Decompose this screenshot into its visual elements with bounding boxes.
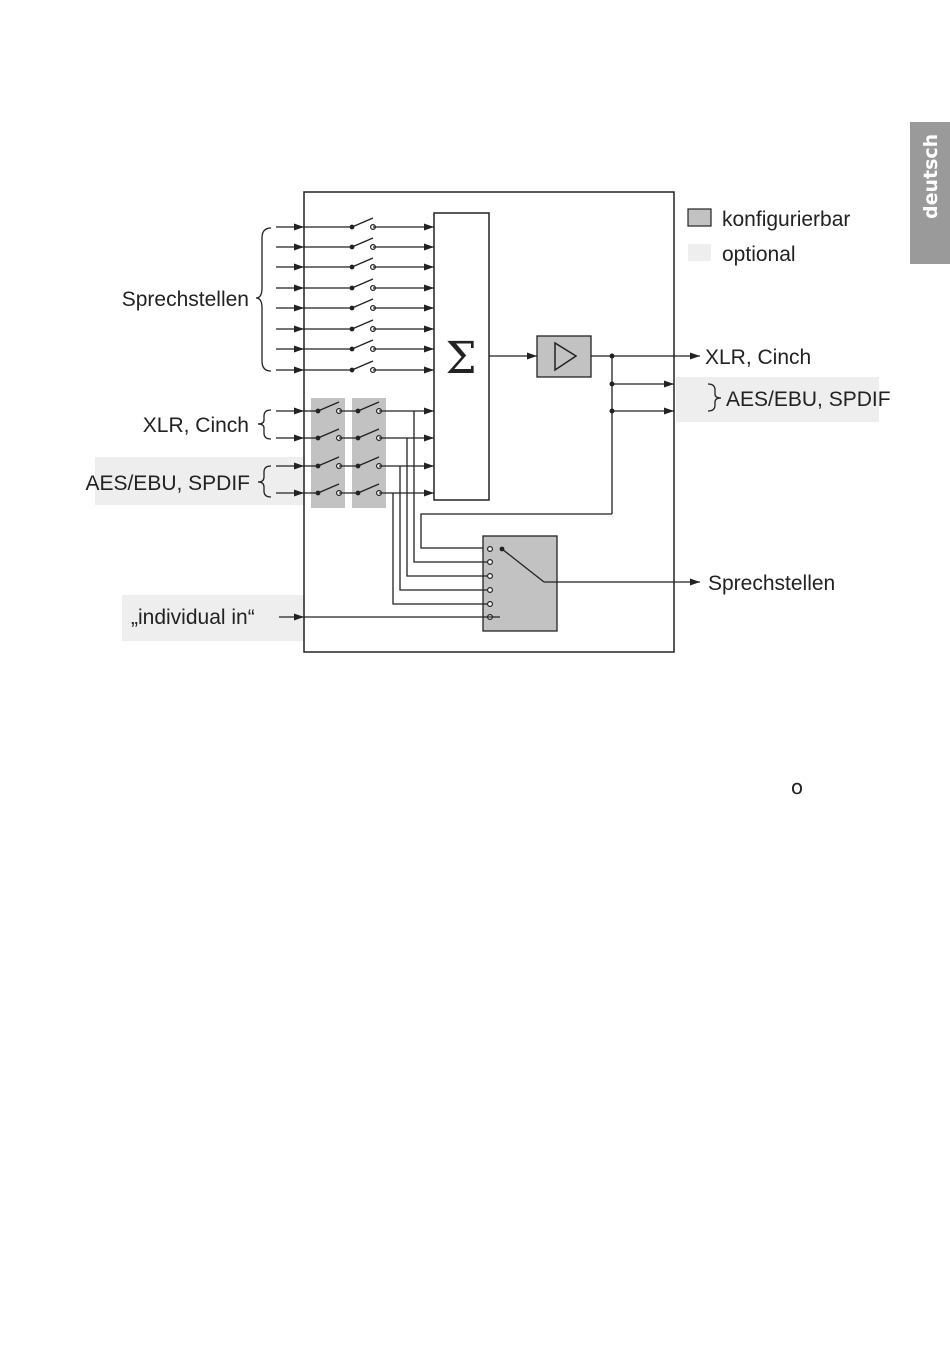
selector-contact-3 — [488, 574, 493, 579]
aes-ebu-input-label: AES/EBU, SPDIF — [85, 472, 250, 495]
language-tab[interactable]: deutsch — [910, 122, 950, 264]
xlr-cinch-input-label: XLR, Cinch — [143, 414, 249, 437]
legend-optional-label: optional — [722, 243, 796, 266]
brace-intercom — [256, 228, 271, 371]
legend-configurable-label: konfigurierbar — [722, 208, 850, 231]
selector-contact-4 — [488, 588, 493, 593]
triangle-amplifier-icon — [537, 336, 591, 377]
summing-block: Σ — [434, 213, 489, 500]
selector-contact-2 — [488, 560, 493, 565]
legend-configurable-swatch — [688, 209, 711, 226]
intercom-input-8-switch-lever — [352, 361, 373, 370]
selector-contact-1 — [488, 547, 493, 552]
intercom-input-6-switch-lever — [352, 320, 373, 329]
footer-marker: o — [791, 775, 803, 799]
intercom-input-2-switch-lever — [352, 238, 373, 247]
legend-optional-swatch — [688, 244, 711, 261]
intercom-input-1-switch-lever — [352, 218, 373, 227]
selector-contact-5 — [488, 602, 493, 607]
brace-xlr-input — [258, 410, 271, 439]
intercom-output-label: Sprechstellen — [708, 572, 835, 595]
summing-symbol: Σ — [445, 333, 476, 384]
intercom-input-7-switch-lever — [352, 340, 373, 349]
aes-ebu-output-label: AES/EBU, SPDIF — [726, 388, 891, 411]
language-tab-label: deutsch — [920, 134, 942, 219]
intercom-input-5-switch-lever — [352, 299, 373, 308]
intercom-input-4-switch-lever — [352, 279, 373, 288]
intercom-input-label: Sprechstellen — [122, 288, 249, 311]
intercom-input-3-switch-lever — [352, 258, 373, 267]
xlr-cinch-output-label: XLR, Cinch — [705, 346, 811, 369]
individual-in-label: „individual in“ — [131, 606, 255, 629]
legend: konfigurierbar optional — [688, 208, 850, 266]
